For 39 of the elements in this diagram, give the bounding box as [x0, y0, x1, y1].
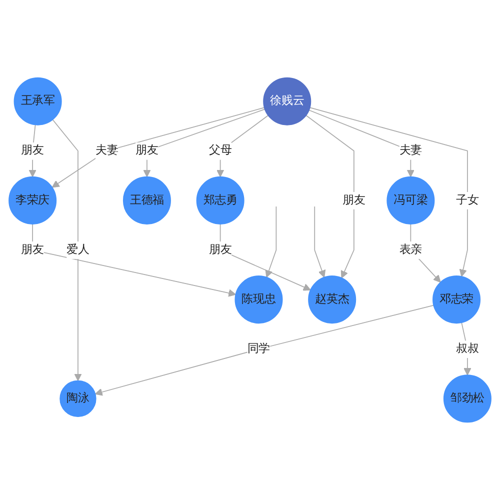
- edge-label: 朋友: [21, 243, 44, 256]
- arrow: [52, 107, 265, 188]
- arrow: [461, 322, 472, 376]
- edge-label: 同学: [247, 342, 270, 356]
- node-circle: 王德福: [122, 176, 171, 224]
- edge-label: 父母: [208, 144, 232, 158]
- arrow: [28, 124, 36, 178]
- node-circle: 邓志荣: [432, 276, 481, 324]
- arrow: [220, 224, 311, 291]
- arrow: [309, 107, 468, 277]
- edge-label: 夫妻: [399, 144, 422, 158]
- edge-label: 子女: [456, 194, 479, 207]
- arrow: [216, 114, 269, 178]
- edge-label: 爱人: [66, 243, 90, 256]
- arrow: [32, 224, 236, 297]
- arrow: [306, 114, 354, 278]
- node-circle: 郑志勇: [196, 176, 244, 224]
- node-circle: 王承军: [14, 77, 62, 126]
- node-circle: 赵英杰: [308, 276, 356, 324]
- arrow: [265, 206, 277, 278]
- arrow: [410, 224, 441, 283]
- edge-label: 朋友: [208, 243, 232, 256]
- node-circle: 冯可梁: [386, 176, 435, 224]
- node-circle: 陈现忠: [234, 276, 283, 324]
- node-circle: 李荣庆: [8, 176, 57, 224]
- edge-label: 叔叔: [456, 342, 479, 356]
- edge-label: 夫妻: [95, 144, 118, 158]
- arrow: [52, 119, 82, 382]
- node-circle: 陶泳: [60, 380, 96, 417]
- edge-label: 朋友: [136, 144, 158, 158]
- arrow: [308, 110, 415, 178]
- edge-label: 朋友: [21, 144, 44, 158]
- arrow: [94, 304, 434, 396]
- edge-label: 朋友: [342, 194, 366, 207]
- node-circle: 徐贱云: [263, 77, 312, 126]
- node-circle: 邹劲松: [443, 374, 492, 423]
- arrow: [314, 206, 326, 278]
- arrow: [143, 108, 266, 178]
- edge-label: 表亲: [399, 243, 422, 256]
